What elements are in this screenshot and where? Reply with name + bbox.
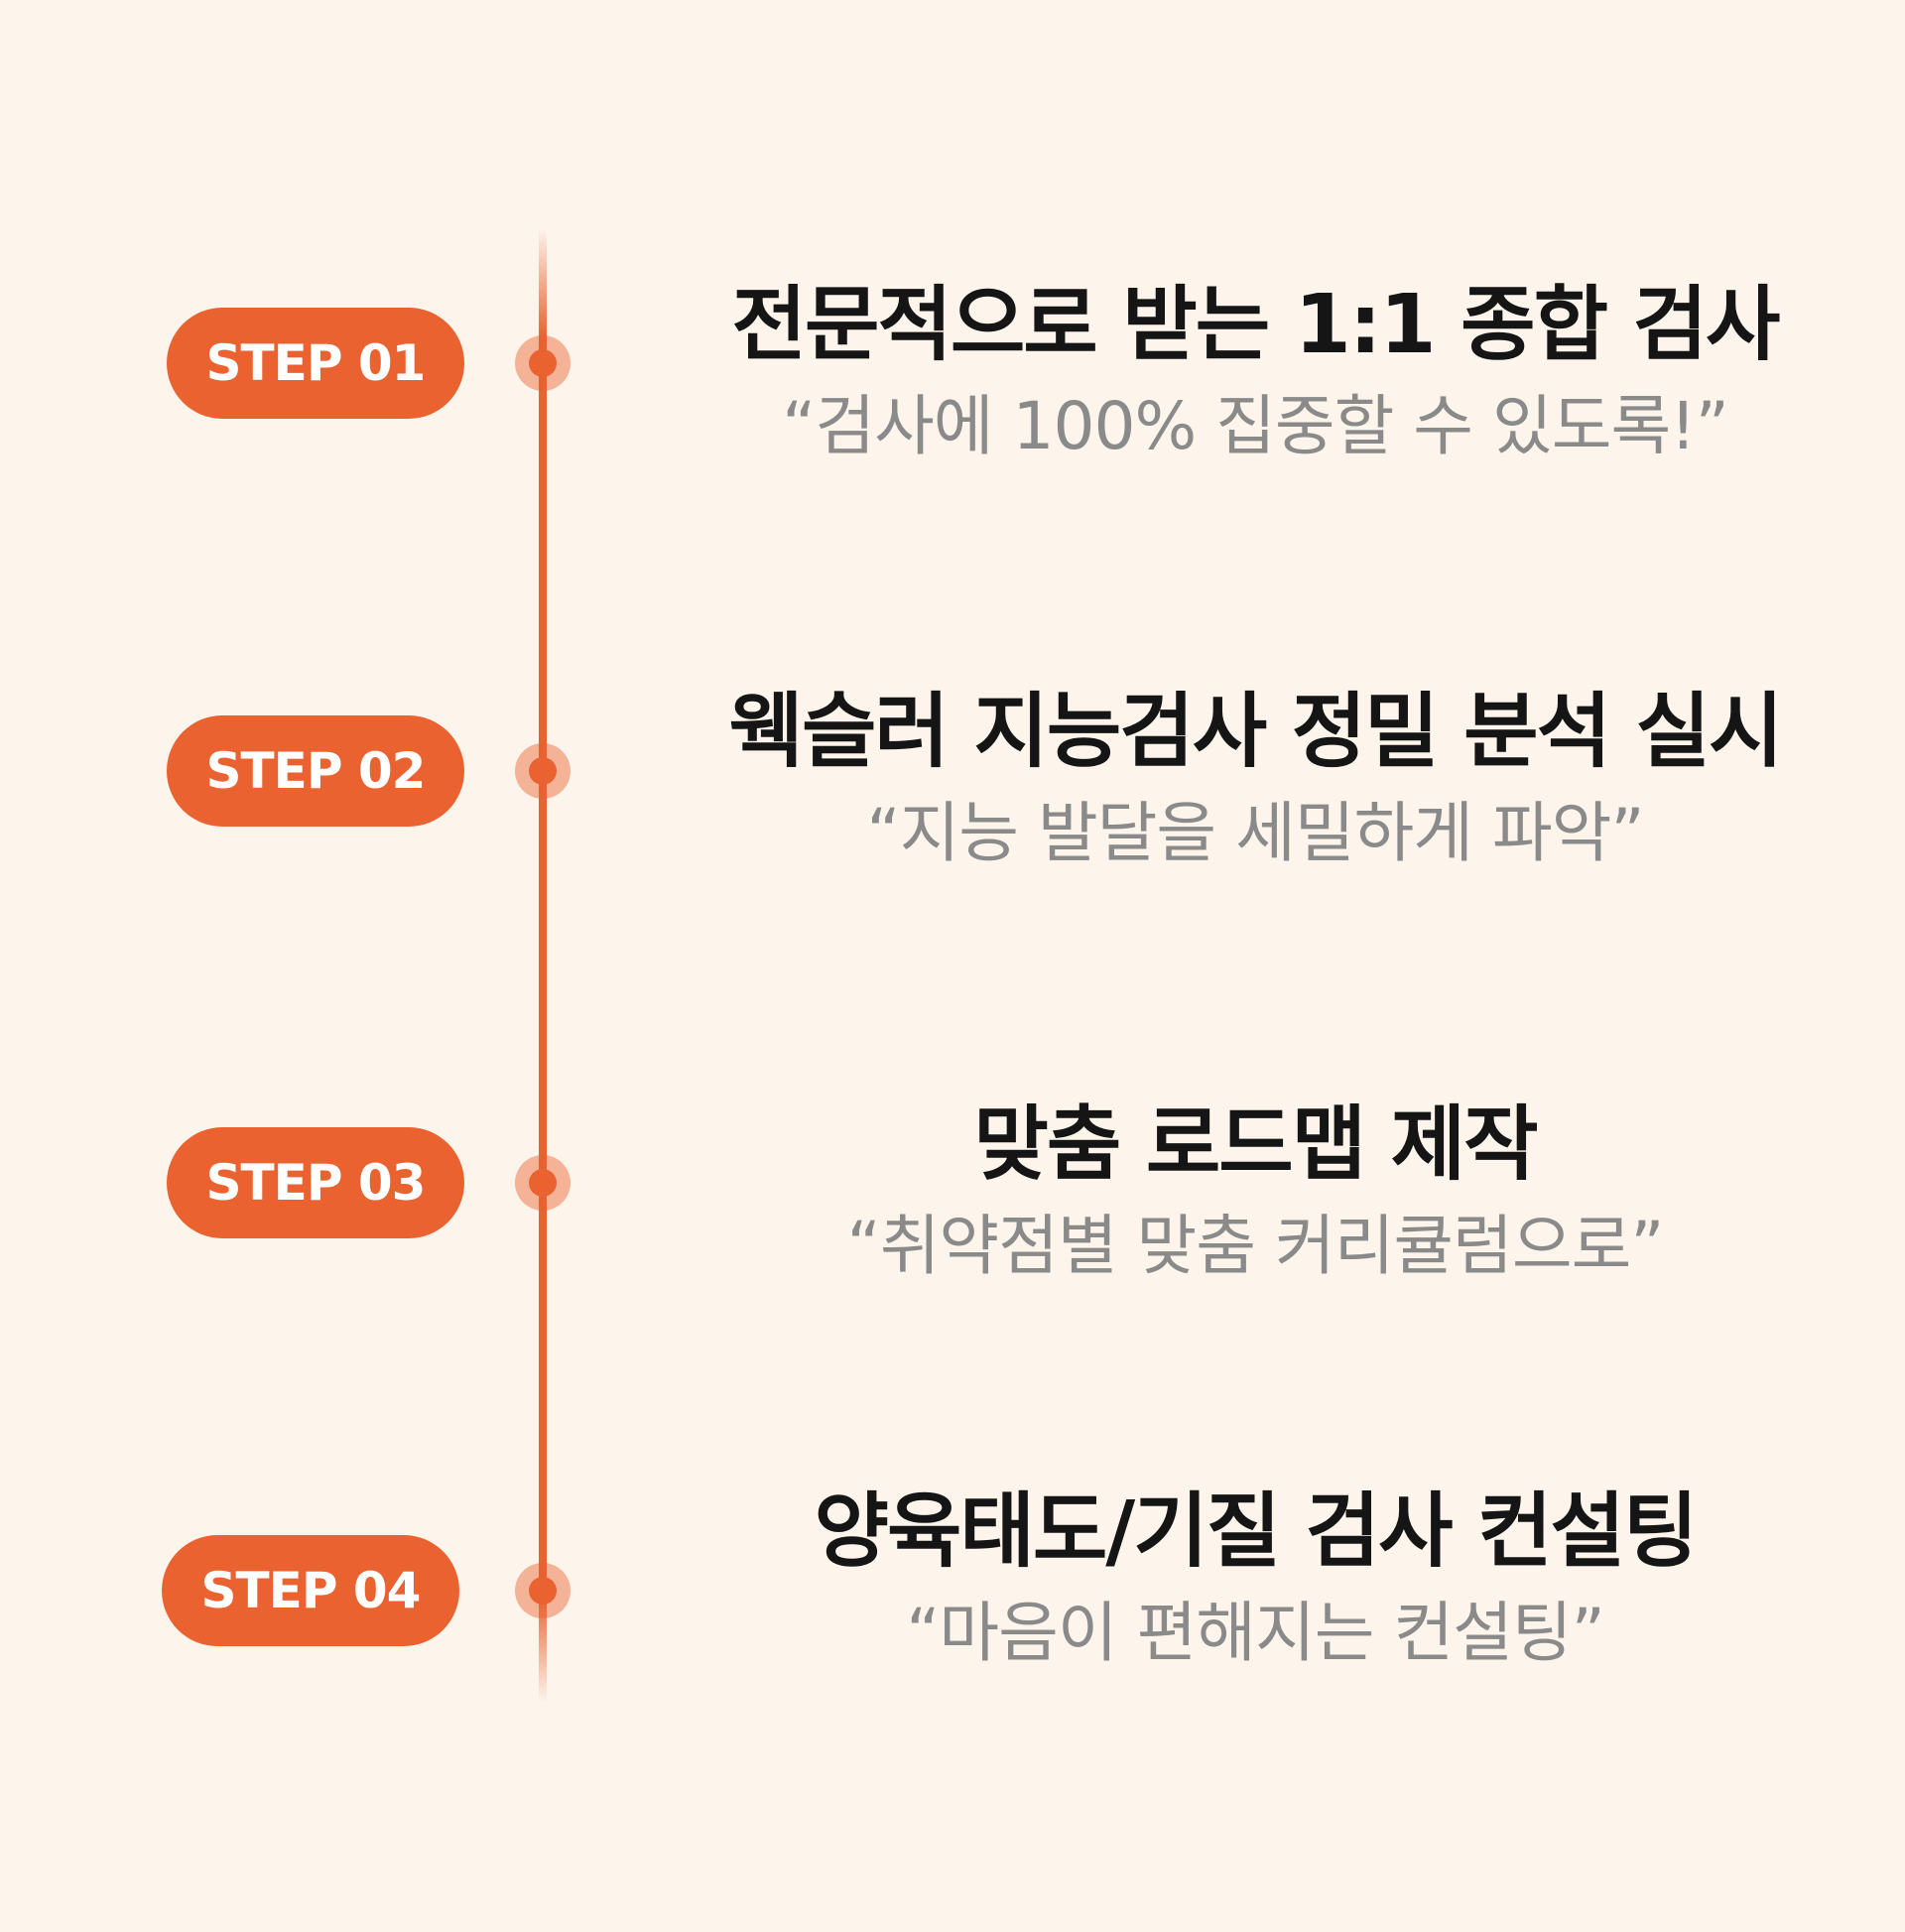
timeline-dot	[515, 1155, 571, 1211]
step-badge: STEP 03	[167, 1127, 464, 1238]
timeline-dot	[515, 335, 571, 391]
step-title: 웩슬러 지능검사 정밀 분석 실시	[728, 685, 1784, 779]
step-02-content: 웩슬러 지능검사 정밀 분석 실시 “지능 발달을 세밀하게 파악”	[655, 683, 1855, 873]
step-badge: STEP 01	[167, 308, 464, 419]
timeline-dot	[515, 1563, 571, 1618]
step-subtitle: “마음이 편해지는 컨설팅”	[906, 1595, 1605, 1671]
step-03: STEP 03	[0, 1127, 1905, 1238]
step-01-content: 전문적으로 받는 1:1 종합 검사 “검사에 100% 집중할 수 있도록!”	[655, 276, 1855, 466]
step-04: STEP 04	[0, 1535, 1905, 1646]
step-badge: STEP 04	[162, 1535, 459, 1646]
step-subtitle: “검사에 100% 집중할 수 있도록!”	[782, 388, 1729, 464]
step-01: STEP 01	[0, 308, 1905, 419]
step-title: 양육태도/기질 검사 컨설팅	[814, 1484, 1699, 1579]
step-subtitle: “취약점별 맞춤 커리큘럼으로”	[846, 1208, 1665, 1284]
step-title: 맞춤 로드맵 제작	[973, 1097, 1538, 1192]
step-subtitle: “지능 발달을 세밀하게 파악”	[866, 795, 1644, 871]
step-04-content: 양육태도/기질 검사 컨설팅 “마음이 편해지는 컨설팅”	[655, 1482, 1855, 1673]
step-02: STEP 02	[0, 715, 1905, 827]
step-03-content: 맞춤 로드맵 제작 “취약점별 맞춤 커리큘럼으로”	[655, 1095, 1855, 1286]
timeline-line	[539, 228, 547, 1703]
step-title: 전문적으로 받는 1:1 종합 검사	[731, 278, 1781, 372]
timeline-dot	[515, 743, 571, 799]
step-badge: STEP 02	[167, 715, 464, 827]
